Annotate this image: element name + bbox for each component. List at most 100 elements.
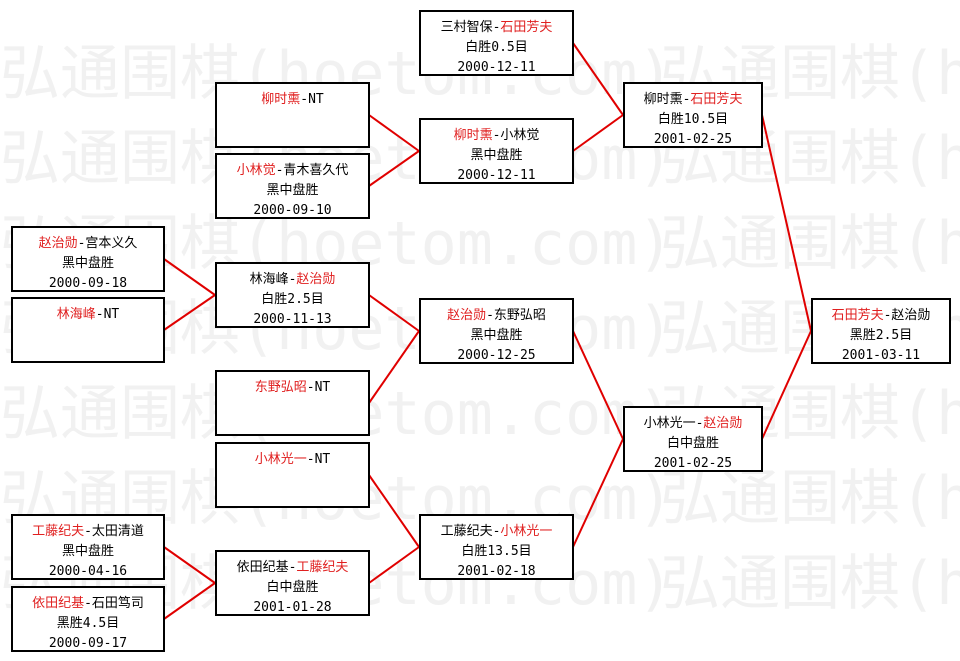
match-result: 白胜0.5目 bbox=[465, 40, 528, 55]
match-players: 依田纪基-工藤纪夫 bbox=[217, 558, 368, 578]
versus-separator: - bbox=[682, 92, 691, 107]
versus-separator: - bbox=[84, 524, 92, 539]
match-box[interactable]: 赵治勋-东野弘昭 黑中盘胜 2000-12-25 bbox=[419, 298, 574, 364]
player-1: 柳时熏 bbox=[643, 92, 683, 107]
connector-line bbox=[368, 114, 420, 152]
match-box[interactable]: 林海峰-NT bbox=[11, 297, 165, 363]
match-players: 工藤纪夫-太田清道 bbox=[13, 522, 163, 542]
player-1: 林海峰 bbox=[56, 307, 96, 322]
player-2: 青木喜久代 bbox=[283, 163, 349, 178]
connector-line bbox=[368, 474, 420, 548]
match-date: 2000-09-10 bbox=[253, 203, 332, 218]
player-1: 工藤纪夫 bbox=[440, 524, 493, 539]
match-players: 依田纪基-石田笃司 bbox=[13, 594, 163, 614]
player-1: 三村智保 bbox=[440, 20, 493, 35]
match-box[interactable]: 小林觉-青木喜久代 黑中盘胜 2000-09-10 bbox=[215, 153, 370, 219]
versus-separator: - bbox=[288, 272, 297, 287]
player-2: NT bbox=[308, 92, 324, 107]
match-date: 2000-09-18 bbox=[48, 276, 128, 291]
versus-separator: - bbox=[77, 236, 86, 251]
player-1: 工藤纪夫 bbox=[32, 524, 85, 539]
match-box[interactable]: 柳时熏-石田芳夫 白胜10.5目 2001-02-25 bbox=[623, 82, 763, 148]
player-1: 小林觉 bbox=[236, 163, 276, 178]
connector-line bbox=[572, 42, 624, 116]
player-1: 依田纪基 bbox=[32, 596, 85, 611]
match-players: 林海峰-赵治勋 bbox=[217, 270, 368, 290]
player-1: 柳时熏 bbox=[261, 92, 301, 107]
match-players: 东野弘昭-NT bbox=[217, 378, 368, 398]
match-players: 林海峰-NT bbox=[13, 305, 163, 325]
match-result: 白胜2.5目 bbox=[261, 292, 324, 307]
connector-line bbox=[572, 438, 624, 548]
versus-separator: - bbox=[883, 308, 892, 323]
player-2: 石田芳夫 bbox=[690, 92, 743, 107]
connector-line bbox=[163, 258, 216, 296]
match-result: 黑中盘胜 bbox=[61, 544, 114, 559]
match-result: 黑胜4.5目 bbox=[56, 616, 120, 631]
match-box-final[interactable]: 石田芳夫-赵治勋 黑胜2.5目 2001-03-11 bbox=[811, 298, 951, 364]
versus-separator: - bbox=[492, 20, 501, 35]
player-2: 石田芳夫 bbox=[500, 20, 553, 35]
match-date: 2001-02-25 bbox=[653, 456, 733, 471]
match-result: 白中盘胜 bbox=[666, 436, 719, 451]
player-1: 林海峰 bbox=[249, 272, 289, 287]
match-box[interactable]: 林海峰-赵治勋 白胜2.5目 2000-11-13 bbox=[215, 262, 370, 328]
connector-line bbox=[368, 546, 420, 584]
match-box[interactable]: 工藤纪夫-小林光一 白胜13.5目 2001-02-18 bbox=[419, 514, 574, 580]
match-date: 2000-12-11 bbox=[457, 168, 536, 183]
match-box[interactable]: 依田纪基-石田笃司 黑胜4.5目 2000-09-17 bbox=[11, 586, 165, 652]
versus-separator: - bbox=[275, 163, 284, 178]
match-result: 黑中盘胜 bbox=[470, 148, 523, 163]
match-box[interactable]: 柳时熏-NT bbox=[215, 82, 370, 148]
match-players: 小林光一-赵治勋 bbox=[625, 414, 761, 434]
match-box[interactable]: 三村智保-石田芳夫 白胜0.5目 2000-12-11 bbox=[419, 10, 574, 76]
player-2: 赵治勋 bbox=[891, 308, 931, 323]
versus-separator: - bbox=[492, 524, 501, 539]
match-result: 白胜10.5目 bbox=[657, 112, 729, 127]
match-players: 赵治勋-宫本义久 bbox=[13, 234, 163, 254]
match-players: 柳时熏-石田芳夫 bbox=[625, 90, 761, 110]
player-2: 宫本义久 bbox=[85, 236, 138, 251]
match-box[interactable]: 依田纪基-工藤纪夫 白中盘胜 2001-01-28 bbox=[215, 550, 370, 616]
versus-separator: - bbox=[306, 380, 315, 395]
match-box[interactable]: 东野弘昭-NT bbox=[215, 370, 370, 436]
connector-line bbox=[761, 114, 812, 332]
connector-line bbox=[163, 294, 216, 331]
match-date: 2001-02-18 bbox=[457, 564, 536, 579]
player-2: 东野弘昭 bbox=[493, 308, 546, 323]
connector-line bbox=[368, 150, 420, 187]
player-1: 石田芳夫 bbox=[831, 308, 884, 323]
connector-line bbox=[163, 582, 216, 620]
match-result: 白胜13.5目 bbox=[461, 544, 532, 559]
player-1: 赵治勋 bbox=[38, 236, 78, 251]
versus-separator: - bbox=[695, 416, 704, 431]
match-result: 黑中盘胜 bbox=[61, 256, 114, 271]
match-players: 工藤纪夫-小林光一 bbox=[421, 522, 572, 542]
versus-separator: - bbox=[288, 560, 297, 575]
connector-line bbox=[368, 330, 420, 404]
player-1: 东野弘昭 bbox=[254, 380, 307, 395]
match-players: 小林光一-NT bbox=[217, 450, 368, 470]
versus-separator: - bbox=[95, 307, 104, 322]
match-box[interactable]: 赵治勋-宫本义久 黑中盘胜 2000-09-18 bbox=[11, 226, 165, 292]
match-result: 黑中盘胜 bbox=[470, 328, 523, 343]
player-1: 依田纪基 bbox=[236, 560, 289, 575]
connector-line bbox=[572, 114, 624, 152]
player-2: 工藤纪夫 bbox=[296, 560, 349, 575]
match-box[interactable]: 小林光一-赵治勋 白中盘胜 2001-02-25 bbox=[623, 406, 763, 472]
player-2: NT bbox=[314, 452, 331, 467]
match-players: 石田芳夫-赵治勋 bbox=[813, 306, 949, 326]
match-box[interactable]: 工藤纪夫-太田清道 黑中盘胜 2000-04-16 bbox=[11, 514, 165, 580]
match-result: 黑中盘胜 bbox=[266, 183, 319, 198]
versus-separator: - bbox=[492, 128, 501, 143]
player-2: 小林觉 bbox=[500, 128, 540, 143]
player-2: 赵治勋 bbox=[703, 416, 743, 431]
versus-separator: - bbox=[84, 596, 92, 611]
match-box[interactable]: 柳时熏-小林觉 黑中盘胜 2000-12-11 bbox=[419, 118, 574, 184]
match-box[interactable]: 小林光一-NT bbox=[215, 442, 370, 508]
versus-separator: - bbox=[486, 308, 494, 323]
player-1: 小林光一 bbox=[254, 452, 307, 467]
match-date: 2000-04-16 bbox=[48, 564, 128, 579]
connector-line bbox=[761, 330, 812, 440]
